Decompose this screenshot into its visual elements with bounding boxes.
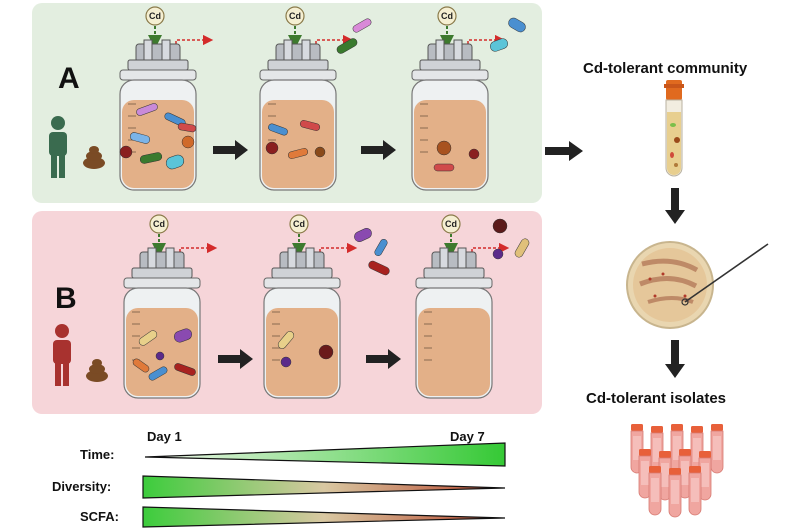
day-end-label: Day 7 — [450, 429, 485, 444]
community-tube-icon — [664, 80, 684, 177]
bioreactor-b-day1: Cd — [123, 214, 218, 399]
isolate-tubes-icon — [630, 424, 724, 518]
stool-sample-b-icon — [86, 359, 108, 382]
cadmium-input-icon: Cd — [149, 214, 169, 234]
cadmium-label: Cd — [153, 219, 165, 229]
cadmium-input-icon: Cd — [285, 6, 305, 26]
scfa-row-label: SCFA: — [80, 509, 119, 524]
panel-b-label: B — [55, 282, 77, 315]
cadmium-input-icon: Cd — [145, 6, 165, 26]
cadmium-label: Cd — [289, 11, 301, 21]
isolates-title: Cd-tolerant isolates — [586, 390, 727, 407]
day-start-label: Day 1 — [147, 429, 182, 444]
human-donor-b-icon — [53, 324, 71, 386]
time-row-label: Time: — [80, 447, 115, 462]
bioreactor-a-mid: Cd — [259, 6, 372, 191]
time-gradient-wedge — [144, 442, 506, 467]
bioreactor-a-day7: Cd — [411, 6, 526, 191]
process-arrows — [213, 140, 685, 378]
community-title: Cd-tolerant community — [583, 60, 748, 77]
panel-a-label: A — [58, 62, 80, 95]
petri-dish-icon — [626, 241, 769, 329]
stool-sample-a-icon — [83, 146, 105, 169]
cadmium-label: Cd — [293, 219, 305, 229]
diversity-gradient-wedge — [142, 475, 506, 499]
scfa-gradient-wedge — [142, 506, 506, 528]
cadmium-label: Cd — [445, 219, 457, 229]
cadmium-label: Cd — [441, 11, 453, 21]
bioreactor-b-day7: Cd — [415, 214, 530, 399]
diversity-row-label: Diversity: — [52, 479, 112, 494]
cadmium-input-icon: Cd — [441, 214, 461, 234]
cadmium-input-icon: Cd — [437, 6, 457, 26]
bioreactor-a-day1: Cd — [119, 6, 214, 191]
human-donor-a-icon — [49, 116, 67, 178]
cadmium-label: Cd — [149, 11, 161, 21]
bioreactor-b-mid: Cd — [263, 214, 390, 399]
cadmium-input-icon: Cd — [289, 214, 309, 234]
